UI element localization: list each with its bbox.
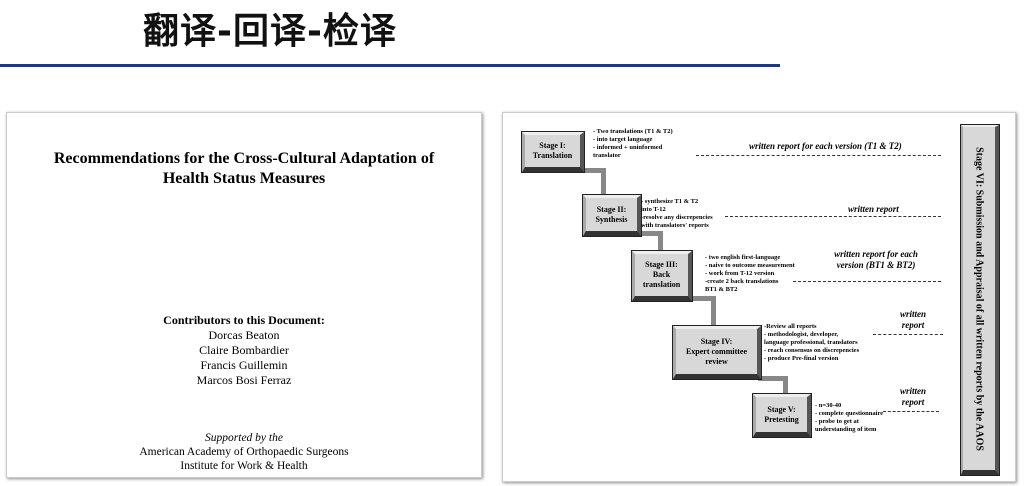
- stage-3-notes: - two english first-language- naive to o…: [705, 254, 795, 293]
- connector: [565, 168, 605, 173]
- stage-5-report: written report: [899, 386, 926, 407]
- stage-4-notes: -Review all reports- methodologist, deve…: [764, 323, 860, 362]
- connector: [638, 231, 663, 236]
- report-line: [883, 411, 939, 412]
- connector: [658, 231, 663, 253]
- stage-3-report: written report for each version (BT1 & B…: [834, 249, 918, 270]
- report-line: [725, 216, 941, 217]
- connector: [758, 376, 788, 381]
- connector: [601, 168, 606, 196]
- report-line: [873, 334, 943, 335]
- connector: [783, 376, 788, 396]
- title-underline: [0, 64, 780, 67]
- supporter: American Academy of Orthopaedic Surgeons: [139, 446, 349, 458]
- slide-title: 翻译-回译-检译: [143, 11, 397, 52]
- stage-1-box: Stage I:Translation: [521, 131, 585, 173]
- connector: [711, 296, 716, 326]
- stage-2-box: Stage II:Synthesis: [582, 194, 642, 237]
- report-line: [793, 281, 941, 282]
- supporter: Institute for Work & Health: [180, 460, 308, 472]
- stage-2-report: written report: [848, 204, 899, 214]
- contributor: Claire Bombardier: [199, 343, 289, 357]
- contributor: Dorcas Beaton: [208, 328, 280, 342]
- contributors-heading: Contributors to this Document:: [163, 313, 325, 327]
- document-title: Recommendations for the Cross-Cultural A…: [53, 150, 435, 187]
- stage-4-report: written report: [899, 309, 926, 330]
- document-cover: Recommendations for the Cross-Cultural A…: [6, 112, 482, 478]
- stage-6-bar: Stage VI: Submission and Appraisal of al…: [960, 124, 1000, 476]
- stage-5-notes: - n=30-40- complete questionnaire- probe…: [815, 402, 884, 433]
- contributors: Contributors to this Document: Dorcas Be…: [7, 313, 481, 388]
- supporters: Supported by the American Academy of Ort…: [7, 431, 481, 473]
- stage-4-box: Stage IV:Expert committee review: [672, 325, 762, 380]
- stage-1-notes: - Two translations (T1 & T2)- into targe…: [593, 128, 673, 159]
- process-diagram: Stage I:Translation Stage II:Synthesis S…: [502, 112, 1016, 482]
- contributor: Francis Guillemin: [200, 358, 288, 372]
- contributor: Marcos Bosi Ferraz: [196, 373, 292, 387]
- report-line: [696, 155, 941, 156]
- stage-3-box: Stage III:Back translation: [631, 250, 693, 302]
- stage-5-box: Stage V:Pretesting: [752, 393, 812, 438]
- connector: [688, 296, 716, 301]
- stage-1-report: written report for each version (T1 & T2…: [749, 141, 902, 151]
- supported-by: Supported by the: [205, 432, 283, 444]
- stage-2-notes: - synthesize T1 & T2 into T-12-resolve a…: [641, 198, 713, 229]
